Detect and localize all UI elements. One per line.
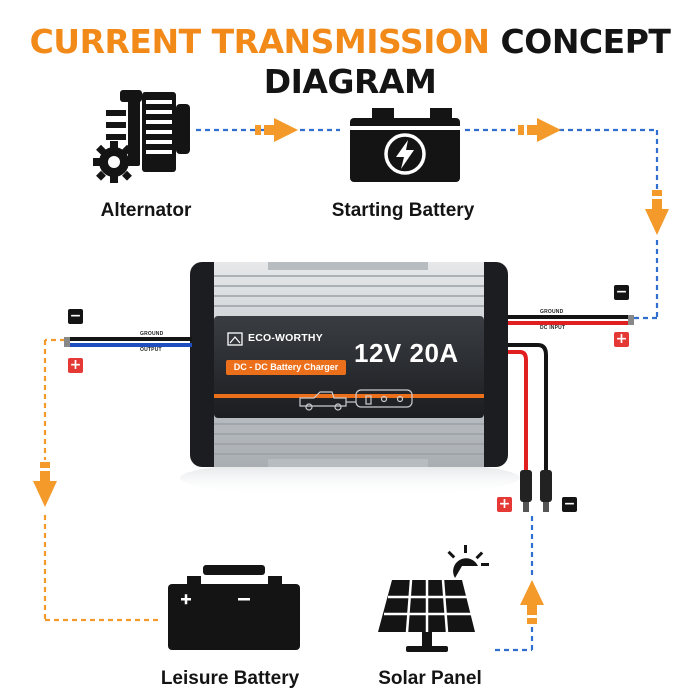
wire-label-ground-right: GROUND <box>540 309 564 315</box>
input-cables <box>508 315 634 325</box>
charger-rating: 12V 20A <box>354 338 459 368</box>
flow-line-battery-to-charger <box>465 128 659 320</box>
title-part-2: CONCEPT DIAGRAM <box>263 22 671 101</box>
arrow-down-right <box>645 190 669 235</box>
arrow-right-1 <box>255 118 298 142</box>
label-starting-battery: Starting Battery <box>331 200 475 221</box>
page-title: CURRENT TRANSMISSION CONCEPT DIAGRAM <box>0 22 700 102</box>
charger-product-label: DC - DC Battery Charger <box>226 360 346 375</box>
label-alternator: Alternator <box>100 200 192 221</box>
output-cables <box>64 337 192 347</box>
solar-panel-icon <box>378 579 475 652</box>
negative-marker-right: − <box>614 284 629 300</box>
title-part-1: CURRENT TRANSMISSION <box>29 22 490 61</box>
battery-lightning-icon <box>350 108 460 182</box>
wire-label-dc-input: DC INPUT <box>540 325 566 331</box>
arrow-down-left <box>33 462 57 507</box>
flow-line-solar-to-charger <box>495 515 534 652</box>
leisure-battery-icon <box>168 565 300 650</box>
alternator-icon <box>93 90 190 183</box>
charger-brand: ECO-WORTHY <box>248 332 323 344</box>
truck-icon <box>299 389 413 411</box>
positive-marker-left: + <box>68 357 83 373</box>
positive-marker-right: + <box>614 331 629 347</box>
arrow-right-2 <box>518 118 561 142</box>
flow-line-charger-to-leisure <box>43 338 160 622</box>
negative-marker-solar: − <box>562 496 577 512</box>
wire-label-ground-left: GROUND <box>140 331 164 337</box>
sun-icon <box>447 545 489 578</box>
label-leisure-battery: Leisure Battery <box>160 668 300 689</box>
charger-device <box>180 262 520 496</box>
solar-cables <box>508 343 552 512</box>
negative-marker-left: − <box>68 308 83 324</box>
positive-marker-solar: + <box>497 496 512 512</box>
label-solar-panel: Solar Panel <box>378 668 482 689</box>
wire-label-output: OUTPUT <box>140 347 162 353</box>
arrow-up-solar <box>520 580 544 624</box>
